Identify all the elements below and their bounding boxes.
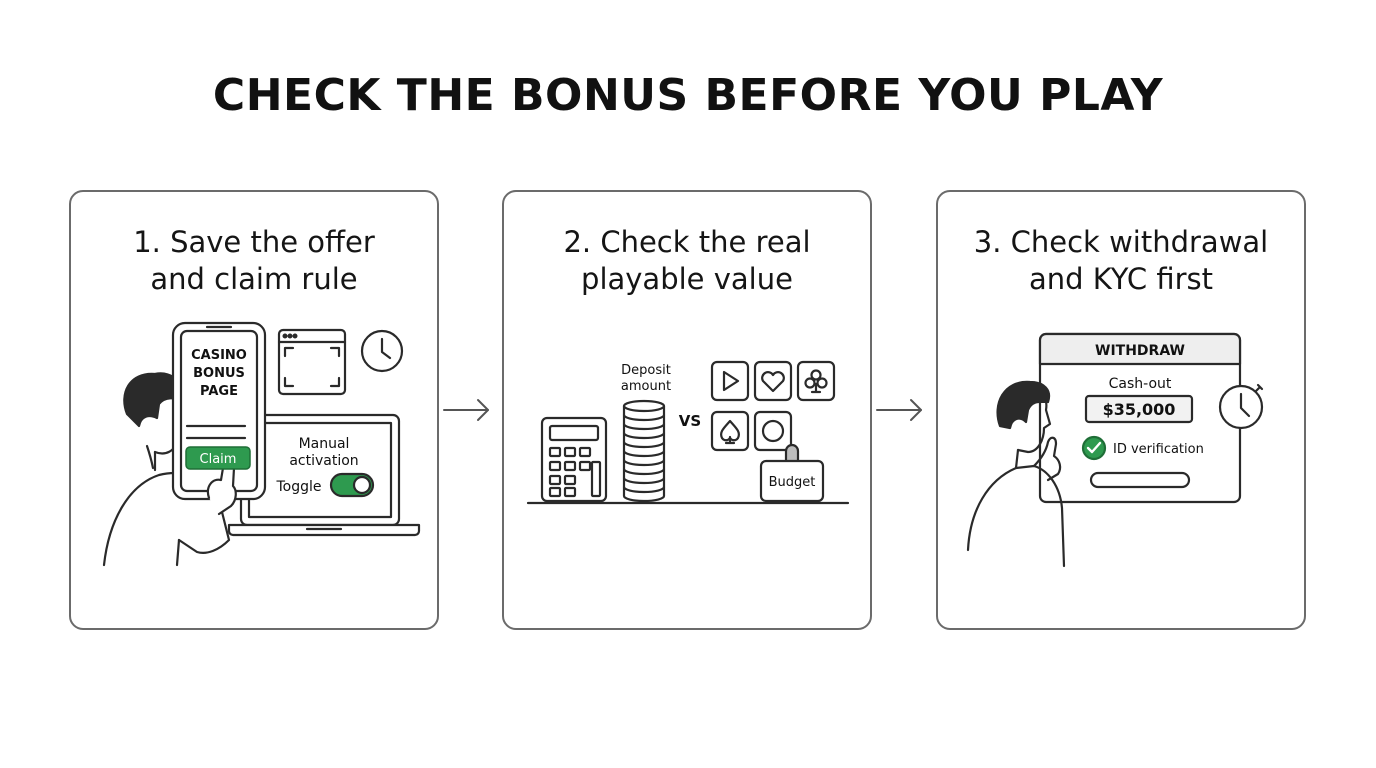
spade-tile-icon — [710, 410, 750, 452]
step-3-title-line-2: and KYC first — [1028, 262, 1214, 296]
step-3-card: 3. Check withdrawal and KYC first — [936, 190, 1306, 630]
withdraw-window-title: WITHDRAW — [1095, 343, 1185, 359]
phone-text-line-3: PAGE — [200, 384, 238, 399]
arrow-right-icon-1 — [443, 399, 489, 421]
play-tile-icon — [710, 360, 750, 402]
deposit-label-line-1: Deposit — [621, 363, 671, 378]
toggle-switch[interactable] — [329, 472, 375, 498]
step-1-title-line-2: and claim rule — [150, 262, 358, 296]
budget-box — [759, 443, 825, 503]
page-title: CHECK THE BONUS BEFORE YOU PLAY — [212, 70, 1164, 121]
budget-label: Budget — [769, 475, 816, 490]
laptop-text-line-1: Manual — [299, 436, 350, 452]
toggle-label: Toggle — [275, 479, 321, 495]
step-3-title: 3. Check withdrawal and KYC first — [938, 224, 1304, 298]
calculator-icon — [540, 416, 608, 503]
step-1-title-line-1: 1. Save the offer — [133, 225, 375, 259]
laptop-text-line-2: activation — [289, 453, 358, 469]
vs-label: VS — [679, 412, 701, 430]
club-tile-icon — [796, 360, 836, 402]
cashout-amount-box — [1084, 394, 1194, 424]
step-2-title-line-1: 2. Check the real — [563, 225, 811, 259]
circle-tile-icon — [753, 410, 793, 452]
coin-stack-icon — [622, 399, 666, 503]
step-2-title-line-2: playable value — [581, 262, 793, 296]
step-2-card: 2. Check the real playable value — [502, 190, 872, 630]
phone-text-line-1: CASINO — [191, 348, 247, 363]
check-circle-icon — [1081, 435, 1107, 461]
verification-label: ID verification — [1113, 442, 1204, 457]
step-1-title: 1. Save the offer and claim rule — [71, 224, 437, 298]
laptop-icon — [227, 413, 421, 537]
claim-button[interactable]: Claim — [185, 446, 251, 470]
browser-window-icon — [277, 328, 347, 396]
step-1-card: 1. Save the offer and claim rule — [69, 190, 439, 630]
step-2-title: 2. Check the real playable value — [504, 224, 870, 298]
claim-button-label: Claim — [200, 452, 237, 467]
arrow-right-icon-2 — [876, 399, 922, 421]
deposit-label-line-2: amount — [621, 379, 671, 394]
step-1-illustration: Claim CASINO BONUS PAGE Manual activatio… — [102, 321, 421, 567]
clock-icon — [360, 329, 404, 373]
person-hair — [996, 380, 1051, 430]
cashout-amount: $35,000 — [1103, 400, 1176, 419]
stopwatch-icon — [1218, 383, 1264, 430]
phone-text-line-2: BONUS — [193, 366, 245, 381]
heart-tile-icon — [753, 360, 793, 402]
step-3-illustration: WITHDRAW Cash-out $35,000 ID verificatio… — [966, 332, 1264, 568]
cashout-label: Cash-out — [1109, 376, 1172, 392]
step-2-illustration: Deposit amount VS Budget — [526, 360, 850, 505]
progress-bar — [1089, 471, 1191, 489]
step-3-title-line-1: 3. Check withdrawal — [973, 225, 1269, 259]
